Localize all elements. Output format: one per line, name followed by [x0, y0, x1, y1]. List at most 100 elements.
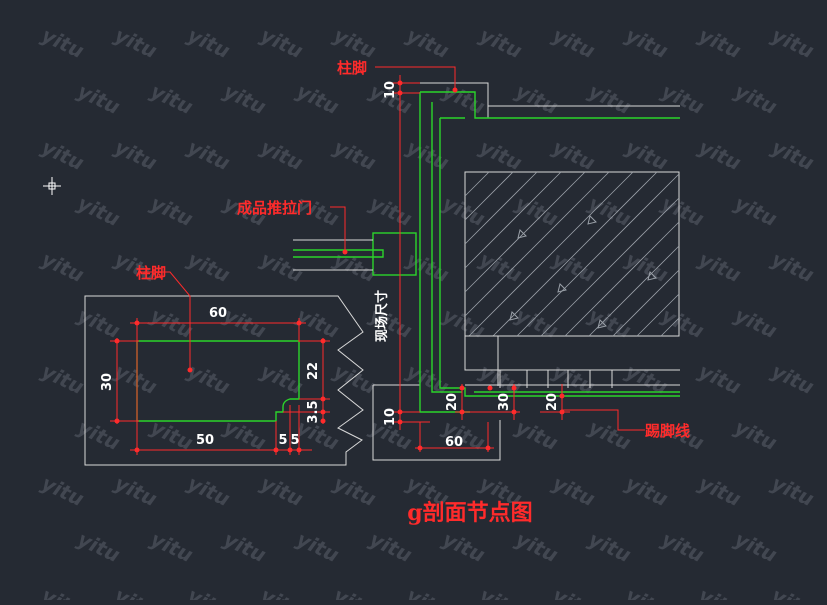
hatch-line: [464, 171, 562, 269]
label-column-base-detail: 柱脚: [136, 264, 166, 282]
watermark-text: yitu: [731, 303, 781, 343]
leader-skirting: [562, 409, 645, 431]
watermark-text: yitu: [695, 247, 745, 287]
aggregate-mark: [647, 271, 657, 281]
watermark-text: yitu: [257, 23, 307, 63]
frame-inner: [431, 102, 462, 393]
watermark-text: yitu: [184, 23, 234, 63]
watermark-text: yitu: [768, 471, 818, 511]
watermark-text: yitu: [695, 135, 745, 175]
watermark-text: yitu: [38, 247, 88, 287]
watermark-text: yitu: [293, 79, 343, 119]
detail-boundary: [84, 295, 364, 466]
aggregate-mark: [509, 311, 519, 321]
watermark-text: yitu: [768, 135, 818, 175]
watermark-text: yitu: [111, 359, 161, 399]
watermark-text: yitu: [695, 359, 745, 399]
hatch-line: [660, 317, 680, 337]
hatch-line: [492, 171, 658, 337]
watermark-text: yitu: [731, 415, 781, 455]
dim-bottom-b: 5: [290, 433, 299, 448]
dim-h-left: 20: [445, 393, 460, 411]
aggregate-mark: [587, 215, 597, 225]
watermark-text: yitu: [74, 303, 124, 343]
dim-bottom-main: 50: [196, 433, 214, 448]
watermark-text: yitu: [147, 79, 197, 119]
column-base-detail: 柱脚 60 30 22 3.5 50 5 5: [84, 264, 364, 466]
watermark-text: yitu: [731, 191, 781, 231]
watermark-text: yitu: [257, 471, 307, 511]
wall-top-outline: [420, 82, 680, 107]
leader-column-base-top: [375, 66, 456, 90]
skirting-profile: [136, 340, 300, 422]
watermark-text: yitu: [257, 583, 307, 600]
watermark-text: yitu: [330, 135, 380, 175]
hatch-line: [464, 171, 514, 221]
label-sliding-door: 成品推拉门: [237, 199, 312, 217]
watermark-text: yitu: [38, 359, 88, 399]
watermark-text: yitu: [330, 471, 380, 511]
watermark-text: yitu: [38, 135, 88, 175]
watermark-text: yitu: [111, 583, 161, 600]
watermark-text: yitu: [330, 583, 380, 600]
dim-bottom-gap: 10: [383, 408, 398, 426]
watermark-text: yitu: [585, 79, 635, 119]
label-site-dimension: 现场尺寸: [374, 290, 390, 342]
watermark-text: yitu: [257, 247, 307, 287]
dim-right-lower: 3.5: [306, 400, 321, 423]
watermark-text: yitu: [549, 583, 599, 600]
watermark-text: yitu: [549, 23, 599, 63]
frame-top: [420, 91, 680, 119]
dim-h-right: 20: [545, 393, 560, 411]
watermark-text: yitu: [366, 191, 416, 231]
sliding-door-panel: [293, 249, 384, 258]
hatch-line: [464, 171, 538, 245]
dim-ticks: [114, 320, 326, 453]
watermark-text: yitu: [403, 23, 453, 63]
watermark-text: yitu: [184, 135, 234, 175]
dim-left-height: 30: [100, 373, 115, 391]
watermark-text: yitu: [549, 135, 599, 175]
watermark-text: yitu: [403, 135, 453, 175]
watermark-text: yitu: [658, 303, 708, 343]
watermark-text: yitu: [476, 247, 526, 287]
watermark-text: yitu: [731, 79, 781, 119]
drawing-title: g剖面节点图: [407, 500, 532, 526]
aggregate-mark: [517, 229, 527, 239]
hatch-line: [612, 269, 680, 337]
watermark-text: yitu: [111, 23, 161, 63]
watermark-text: yitu: [658, 527, 708, 567]
leader-sliding-door: [330, 206, 346, 252]
watermark-text: yitu: [476, 23, 526, 63]
watermark-text: yitu: [695, 583, 745, 600]
watermark-text: yitu: [74, 79, 124, 119]
watermark-text: yitu: [622, 135, 672, 175]
watermark-text: yitu: [366, 303, 416, 343]
watermark-text: yitu: [695, 471, 745, 511]
watermark-text: yitu: [549, 247, 599, 287]
dim-bottom-width: 60: [445, 435, 463, 450]
watermark-text: yitu: [512, 527, 562, 567]
watermark-text: yitu: [38, 23, 88, 63]
frame-skirting: [439, 118, 680, 397]
hatch-line: [588, 245, 680, 337]
watermark-text: yitu: [74, 527, 124, 567]
watermark-text: yitu: [439, 191, 489, 231]
dim-bottom-a: 5: [278, 433, 287, 448]
watermark-text: yitu: [622, 471, 672, 511]
watermark-text: yitu: [403, 247, 453, 287]
label-column-base-top: 柱脚: [337, 59, 367, 77]
watermark-text: yitu: [768, 583, 818, 600]
watermark-text: yitu: [658, 79, 708, 119]
hatch-line: [464, 171, 586, 293]
watermark-text: yitu: [439, 527, 489, 567]
watermark-text: yitu: [658, 191, 708, 231]
watermark-text: yitu: [184, 471, 234, 511]
watermark-text: yitu: [111, 471, 161, 511]
hatch-line: [464, 171, 490, 197]
dim-right-upper: 22: [306, 362, 321, 380]
watermark-text: yitu: [695, 23, 745, 63]
watermark-text: yitu: [184, 359, 234, 399]
watermark-text: yitu: [768, 23, 818, 63]
